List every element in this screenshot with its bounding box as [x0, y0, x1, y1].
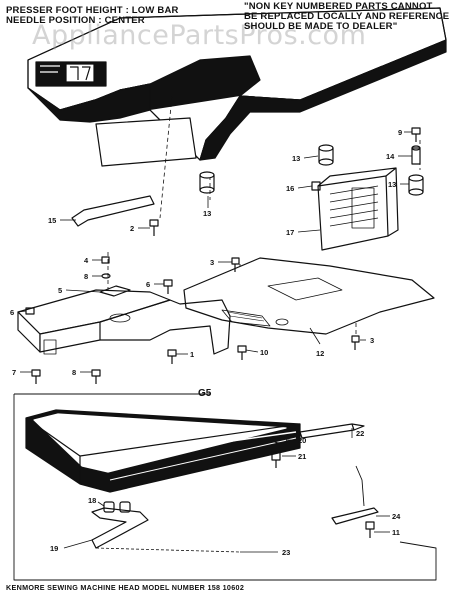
callout-8-top: 8: [84, 272, 88, 281]
callout-19: 19: [50, 544, 58, 553]
lamp-housing: [317, 167, 399, 251]
screw-4: [101, 256, 111, 279]
washer-20: [272, 436, 288, 444]
callout-10: 10: [260, 348, 268, 357]
callout-8-bottom: 8: [72, 368, 76, 377]
screw-6-right: [163, 279, 173, 294]
pin-14: [411, 145, 421, 165]
callout-15: 15: [48, 216, 56, 225]
callout-18: 18: [88, 496, 96, 505]
callout-14: 14: [386, 152, 395, 161]
presser-foot-bar: [71, 195, 155, 227]
callout-6-left: 6: [10, 308, 14, 317]
callout-17: 17: [286, 228, 294, 237]
callout-6-right: 6: [146, 280, 150, 289]
lever-19: [91, 507, 149, 549]
screw-10: [237, 345, 247, 360]
screw-3-left: [231, 257, 240, 272]
frame-23: [13, 393, 437, 581]
clamp-5: [99, 285, 131, 297]
note-line: "NON KEY NUMBERED PARTS CANNOT: [244, 1, 433, 12]
screw-8: [91, 369, 101, 384]
callout-21: 21: [298, 452, 306, 461]
callout-16: 16: [286, 184, 294, 193]
callout-3-right: 3: [370, 336, 374, 345]
screw-3-right: [351, 335, 360, 350]
callout-13-center: 13: [203, 209, 211, 218]
callout-4: 4: [84, 256, 89, 265]
callout-9: 9: [398, 128, 402, 137]
callout-20: 20: [298, 436, 306, 445]
callout-2: 2: [130, 224, 134, 233]
callout-12: 12: [316, 349, 324, 358]
arm-cover: [27, 7, 447, 161]
note-line: PRESSER FOOT HEIGHT : LOW BAR: [6, 5, 179, 16]
non-key-parts-note: "NON KEY NUMBERED PARTS CANNOT BE REPLAC…: [244, 2, 449, 32]
callout-23: 23: [282, 548, 290, 557]
presser-foot-note: PRESSER FOOT HEIGHT : LOW BAR NEEDLE POS…: [6, 6, 179, 26]
callout-3-left: 3: [210, 258, 214, 267]
bushing-13-upper: [318, 144, 334, 166]
bushing-13-center: [199, 171, 215, 194]
section-label: G5: [198, 388, 212, 399]
screw-1: [167, 349, 177, 364]
callout-7: 7: [12, 368, 16, 377]
callout-1: 1: [190, 350, 194, 359]
callout-24: 24: [392, 512, 401, 521]
callout-13-upper: 13: [292, 154, 300, 163]
model-footer: KENMORE SEWING MACHINE HEAD MODEL NUMBER…: [6, 583, 245, 592]
bushing-13-lower: [408, 174, 424, 196]
callout-11: 11: [392, 528, 400, 537]
screw-7: [31, 369, 41, 384]
note-line: SHOULD BE MADE TO DEALER": [244, 21, 398, 32]
screw-2: [149, 219, 159, 236]
screw-21: [271, 451, 281, 468]
note-line: NEEDLE POSITION : CENTER: [6, 15, 145, 26]
callout-numbers: 15 2 13 13 9 14 13 16 17 3 3 4 8 5 6 6 7…: [10, 128, 402, 557]
hinge-rod: [299, 423, 365, 439]
extension-table: [25, 409, 301, 493]
note-line: BE REPLACED LOCALLY AND REFERENCE: [244, 11, 450, 22]
bed-slide-plate: [17, 289, 231, 355]
base-plate: [183, 257, 435, 335]
bracket-24: [331, 465, 379, 525]
screw-9: [411, 127, 421, 142]
callout-22: 22: [356, 429, 364, 438]
callout-5: 5: [58, 286, 62, 295]
callout-13-lower: 13: [388, 180, 396, 189]
window-panel: [95, 117, 197, 167]
screw-11: [365, 521, 375, 538]
